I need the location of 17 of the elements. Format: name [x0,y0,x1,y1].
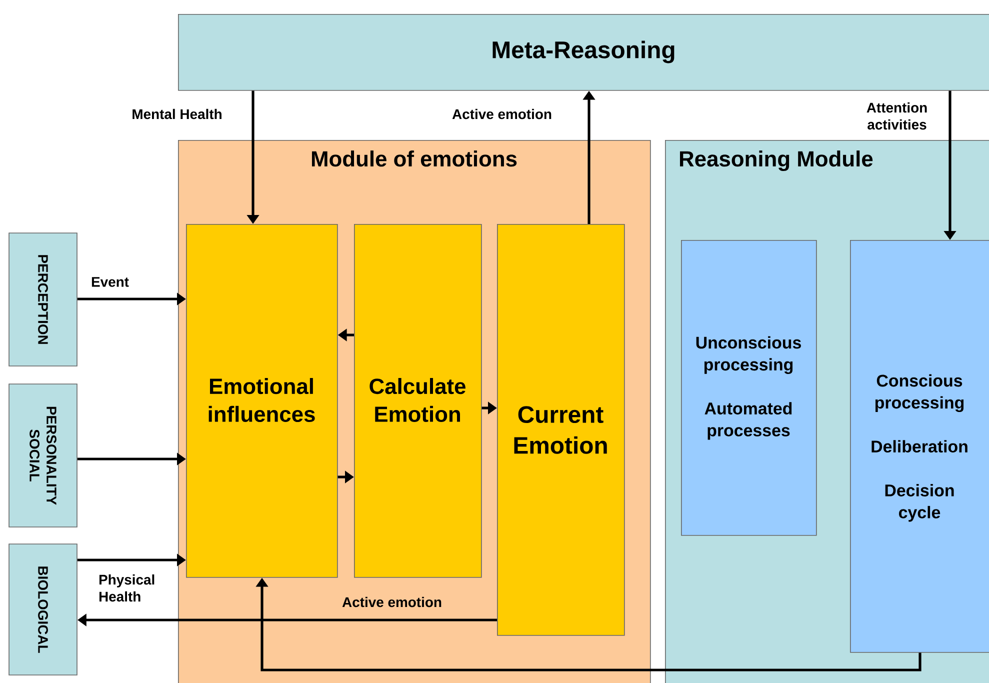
input-box: BIOLOGICAL [8,544,78,676]
panel-heading: Module of emotions [312,150,517,167]
process-box: Unconscious processing Automated processes [681,240,817,536]
edge-label: Active emotion [342,596,442,608]
edge-label: Event [92,277,129,287]
panel-heading: Reasoning Module [680,150,873,172]
process-box: Emotional influences [186,224,338,578]
input-box: PERSONALITY SOCIAL [8,384,78,528]
input-box: PERCEPTION [8,232,78,366]
edge-label: Attention activities [866,102,927,130]
edge-label: Active emotion [452,108,552,120]
process-box: Calculate Emotion [354,224,482,578]
edge-label: Mental Health [132,108,222,120]
process-box: Meta-Reasoning [178,14,989,91]
process-box: Conscious processing Deliberation Decision cycle [850,240,989,653]
edge-label: Physical Health [99,574,154,602]
process-box: Current Emotion [497,224,625,636]
